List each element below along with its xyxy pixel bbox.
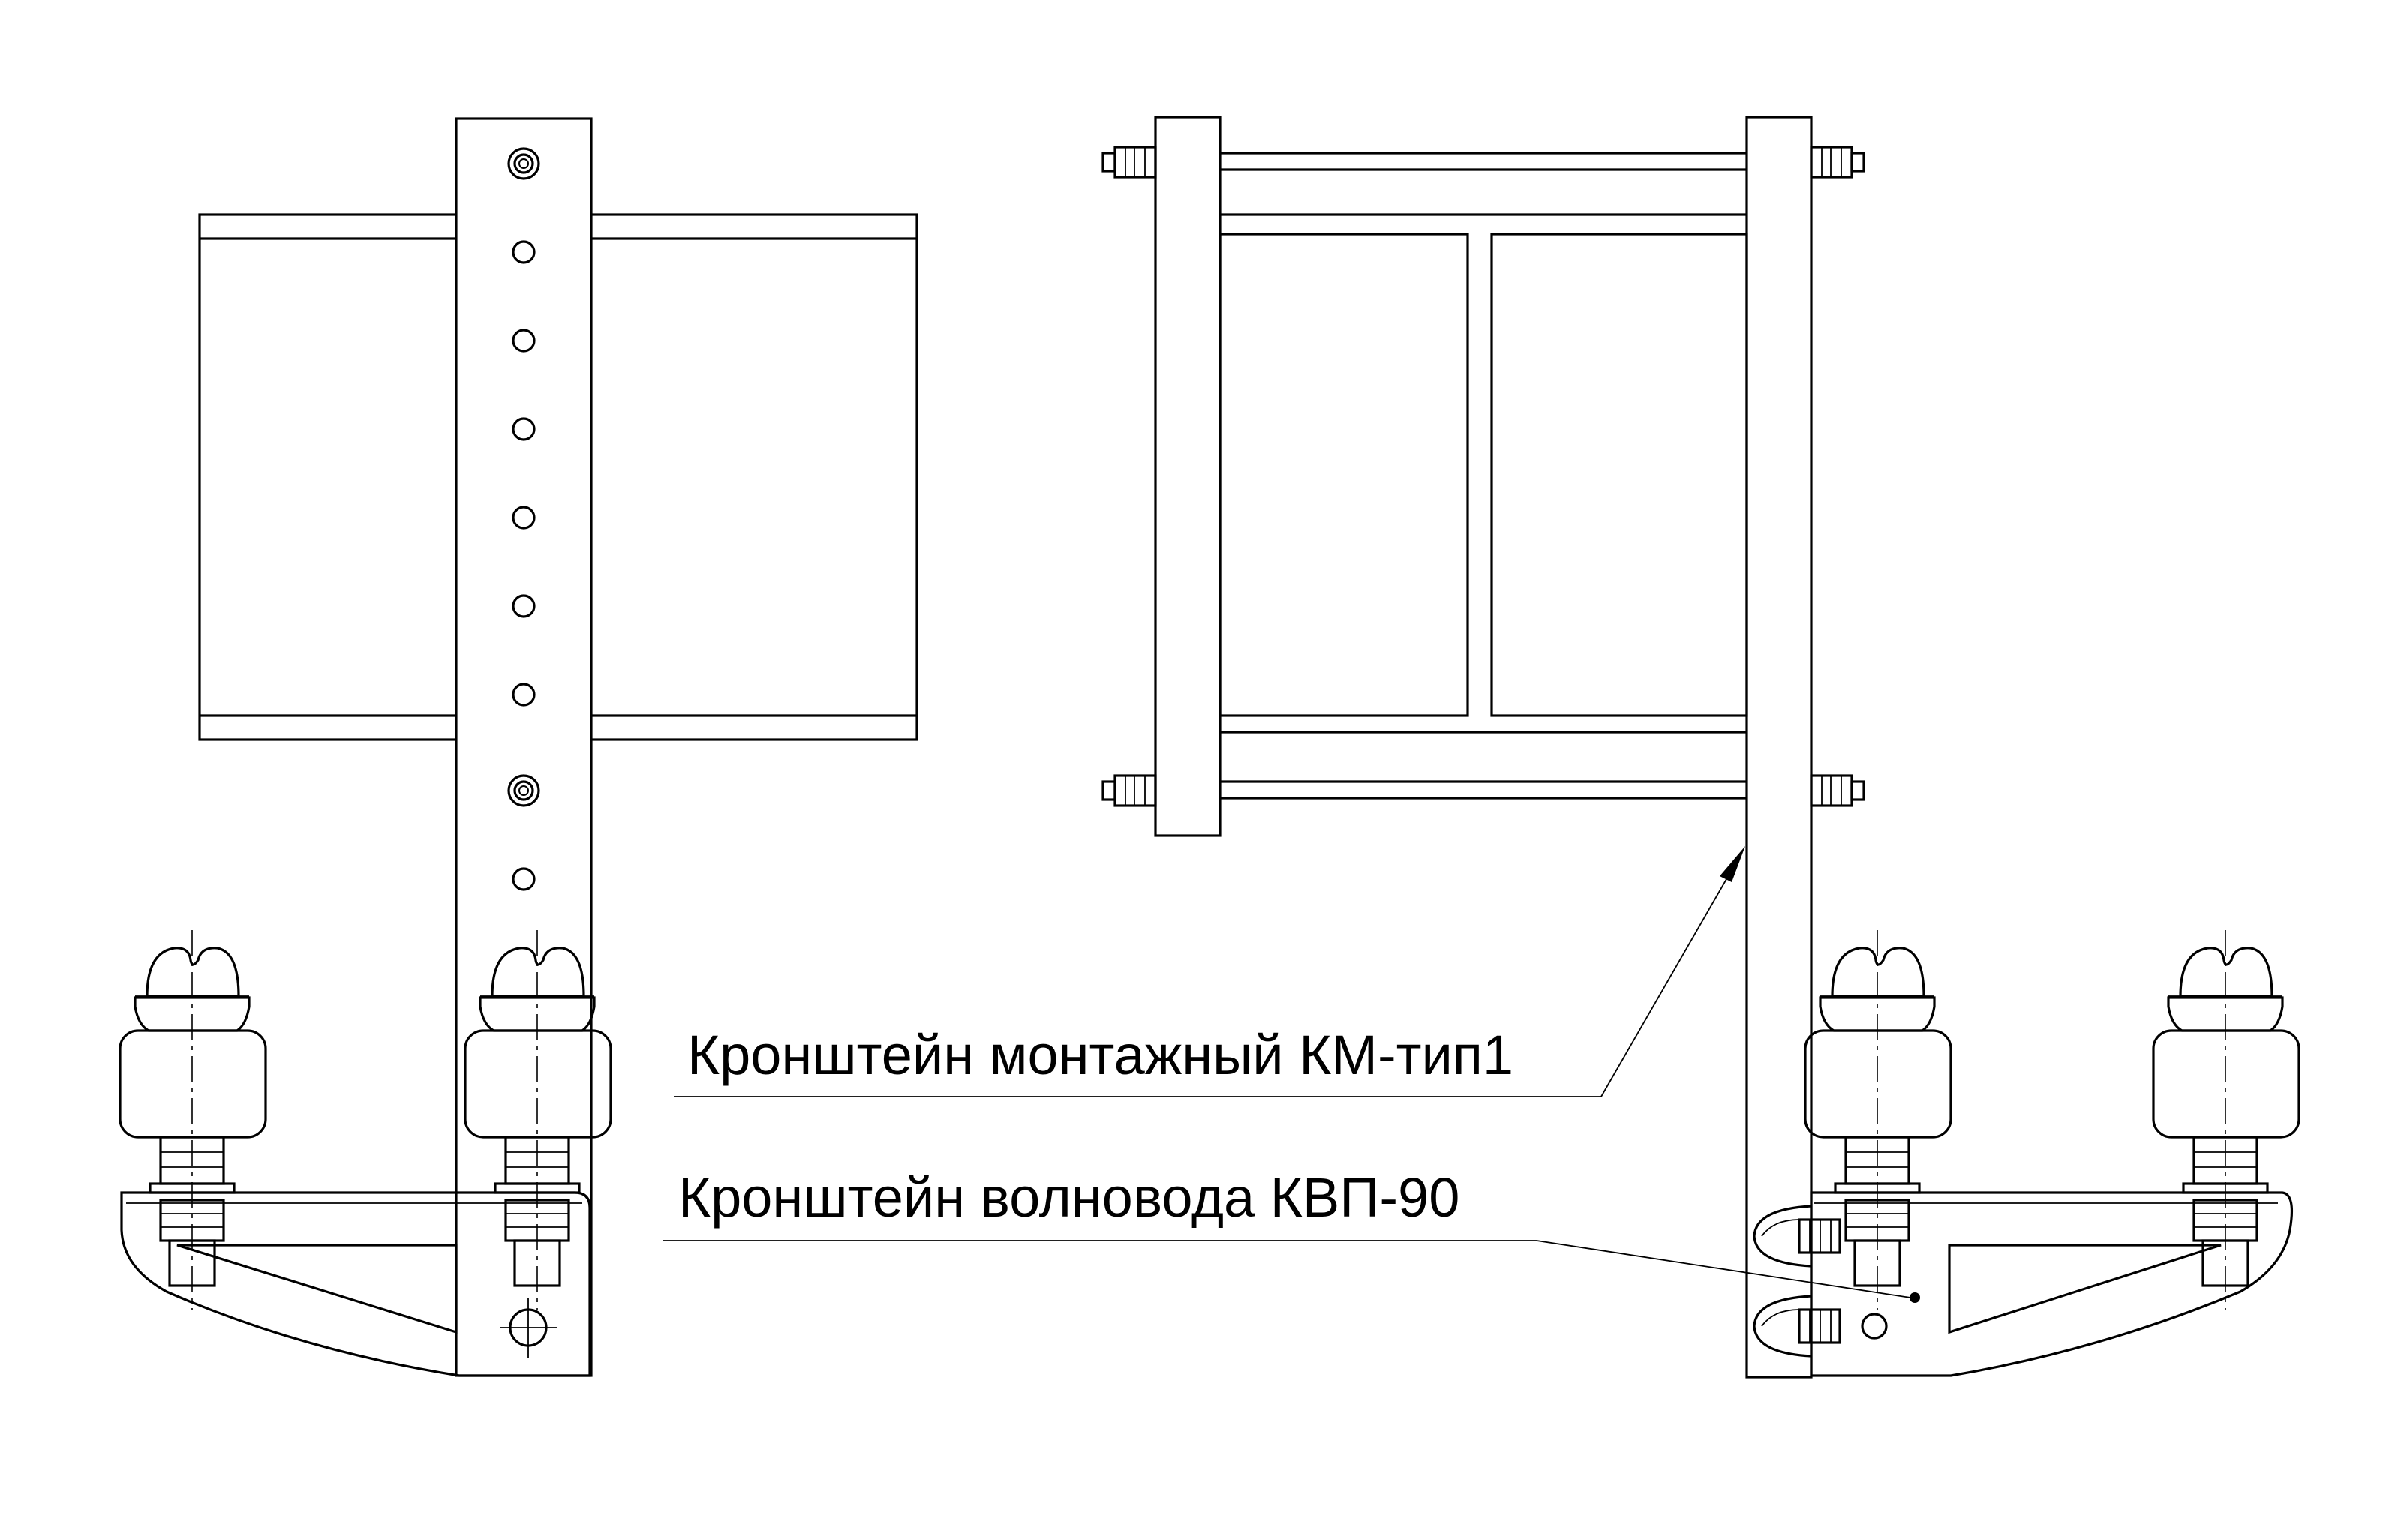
mounting-bracket-km-right [1745,116,1813,1379]
callout-kvp-label: Кронштейн волновода КВП-90 [678,1166,1459,1229]
insulator [464,930,612,1310]
nut-group [1810,774,1865,807]
clamp-bolt [1753,1295,1841,1358]
bolt-head [507,147,540,180]
insulator [119,930,267,1310]
tie-rod [1220,152,1747,800]
callout-km: Кронштейн монтажный КМ-тип1 [674,846,1745,1097]
mounting-bracket-km-left [455,117,593,1377]
mounting-hole [512,329,536,353]
mounting-hole [512,594,536,618]
insulator [1804,930,1952,1310]
mounting-hole [512,417,536,441]
insulator [2152,930,2300,1310]
mounting-hole [512,683,536,707]
waveguide-cross-section [1219,233,1748,717]
nut-group [1810,146,1865,179]
left-view [119,117,918,1377]
callout-km-label: Кронштейн монтажный КМ-тип1 [687,1024,1513,1086]
mounting-hole [512,867,536,891]
nut-group [1101,146,1157,179]
waveguide-bracket-kvp-right [1810,1191,2293,1377]
mounting-hole [512,506,536,530]
mounting-hole [512,240,536,264]
nut-group [1101,774,1157,807]
bolt-head [507,774,540,807]
clamp-plate [1154,116,1222,837]
callout-kvp: Кронштейн волновода КВП-90 [663,1166,1911,1298]
right-view [1101,116,2300,1379]
clamp-bolt [1753,1205,1841,1268]
